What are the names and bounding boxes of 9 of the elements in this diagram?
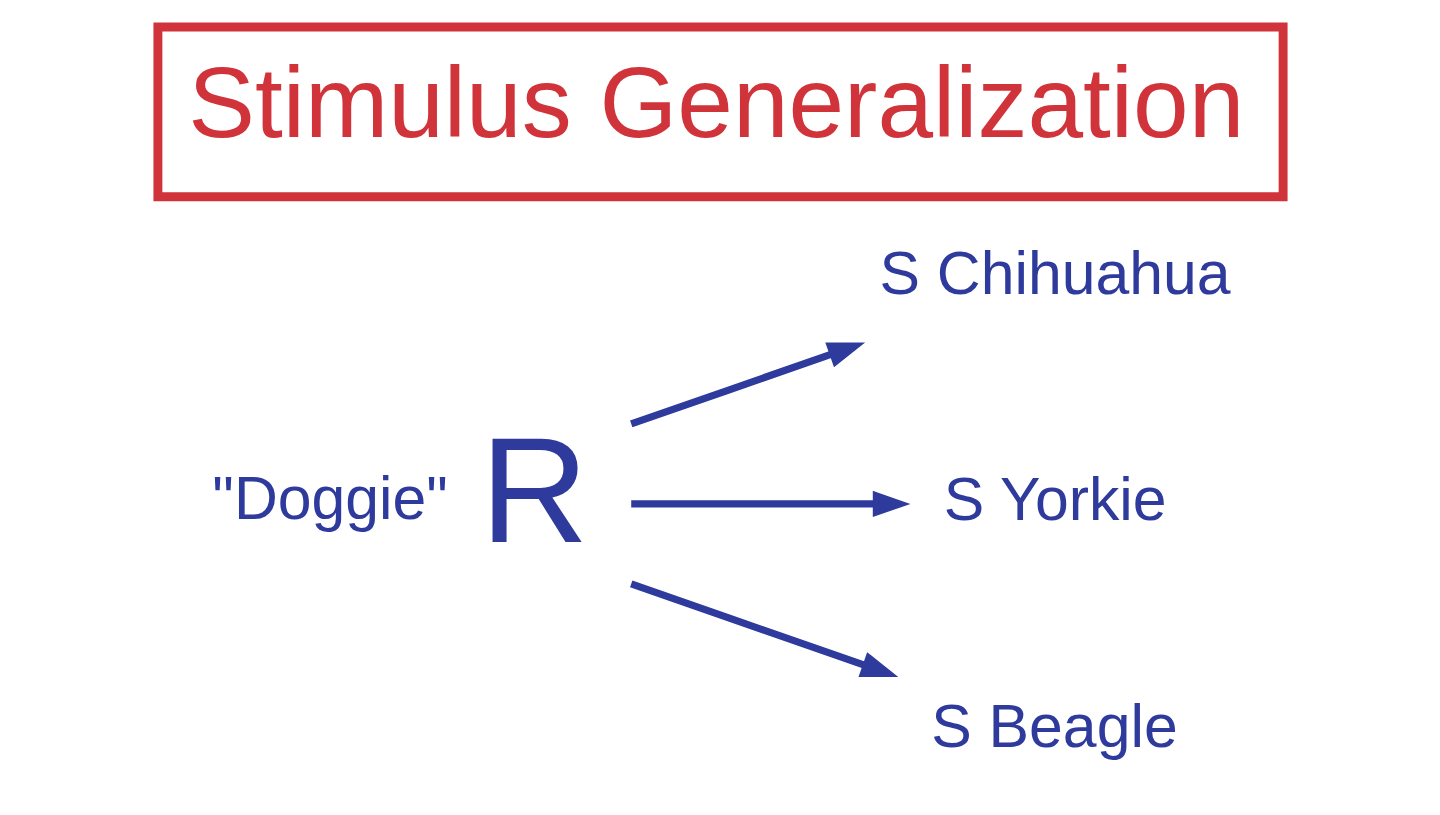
arrow	[630, 490, 910, 518]
arrow	[629, 580, 898, 678]
node-text: R	[479, 405, 589, 574]
diagram-title: Stimulus Generalization	[187, 45, 1244, 158]
node-text: S Beagle	[930, 692, 1178, 761]
node-text: S Yorkie	[943, 465, 1167, 534]
node-label: "Doggie"	[211, 464, 448, 533]
arrow	[629, 342, 865, 428]
node-text: S Chihuahua	[878, 238, 1231, 307]
